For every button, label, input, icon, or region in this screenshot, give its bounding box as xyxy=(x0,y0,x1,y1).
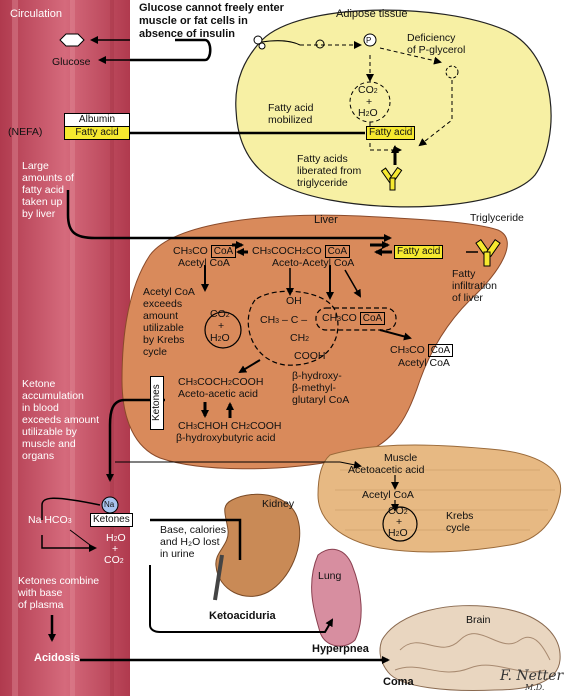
brain-organ xyxy=(379,605,561,691)
fatty-infiltration-label: Fatty infiltration of liver xyxy=(452,268,497,304)
aceto-acetyl-coa-formula: CH3COCH2CO CoA xyxy=(252,245,351,259)
lung-title: Lung xyxy=(318,570,342,582)
blood-h2o-label: H2O xyxy=(106,532,126,544)
fatty-acids-liberated-label: Fatty acids liberated from triglyceride xyxy=(297,153,362,189)
acetyl-coa-label-2: Acetyl CoA xyxy=(398,357,450,369)
hmg-carboxyl-label: COOH xyxy=(294,350,326,362)
svg-text:M.D.: M.D. xyxy=(524,683,544,692)
acetyl-coa-exceeds-note: Acetyl CoA exceeds amount utilizable by … xyxy=(143,286,195,358)
acetyl-coa-formula-3: CH3CO CoA xyxy=(390,344,454,358)
liver-uptake-note: Large amounts of fatty acid taken up by … xyxy=(22,160,74,220)
glucose-insulin-note: Glucose cannot freely enter muscle or fa… xyxy=(139,2,284,40)
hmg-coa-name: β-hydroxy- β-methyl- glutaryl CoA xyxy=(292,370,350,406)
triglyceride-label: Triglyceride xyxy=(470,212,524,224)
adipose-cell-outline xyxy=(235,9,552,208)
brain-title: Brain xyxy=(466,614,491,626)
hydroxybutyric-acid-formula: CH3CHOH CH2COOH xyxy=(178,420,282,432)
coma-label: Coma xyxy=(383,676,414,688)
acetyl-coa-formula-1: CH3CO CoA xyxy=(173,245,237,259)
blood-plus-label: + xyxy=(112,543,119,555)
acetoacetic-acid-name: Aceto-acetic acid xyxy=(178,388,258,400)
hyperpnea-label: Hyperpnea xyxy=(312,643,369,655)
liver-ketones-box: Ketones xyxy=(150,376,164,430)
triglyceride-icon-adipose xyxy=(380,166,403,191)
adipose-h2o-label: H2O xyxy=(358,107,378,119)
hmg-methylene-label: CH2 xyxy=(290,332,310,344)
nefa-fatty-acid-box: Fatty acid xyxy=(64,126,130,140)
liver-h2o-label: H2O xyxy=(210,332,230,344)
phosphate-label: P xyxy=(366,36,372,45)
blood-ketones-box: Ketones xyxy=(90,513,133,527)
krebs-cycle-label: Krebs cycle xyxy=(446,510,474,534)
liver-fatty-acid-box: Fatty acid xyxy=(394,245,444,259)
glucose-label: Glucose xyxy=(52,56,91,68)
liver-title: Liver xyxy=(314,214,338,226)
adipose-co2-label: CO2 xyxy=(358,84,378,96)
urine-loss-note: Base, calories and H₂O lost in urine xyxy=(160,524,226,560)
muscle-title: Muscle xyxy=(384,452,418,464)
liver-plus-label: + xyxy=(218,320,225,332)
acetoacetic-acid-formula: CH3COCH2COOH xyxy=(178,376,264,388)
aceto-acetyl-coa-label: Aceto-Acetyl CoA xyxy=(272,257,355,269)
muscle-co2-label: CO2 xyxy=(388,505,408,517)
sodium-bicarbonate-label: Na HCO3 xyxy=(28,514,72,526)
artist-signature: F. Netter xyxy=(499,668,565,684)
ketone-accumulation-note: Ketone accumulation in blood exceeds amo… xyxy=(22,378,100,462)
p-glycerol-deficiency-note: Deficiency of P-glycerol xyxy=(407,32,466,56)
fatty-acid-mobilized-label: Fatty acid mobilized xyxy=(268,102,314,126)
acetyl-coa-formula-2: CH3CO CoA xyxy=(322,312,386,326)
liver-co2-label: CO2 xyxy=(210,308,230,320)
circulation-title: Circulation xyxy=(10,8,62,20)
adipose-title: Adipose tissue xyxy=(336,8,408,20)
hmg-backbone-label: CH3 – C – xyxy=(260,314,308,326)
hydroxybutyric-acid-name: β-hydroxybutyric acid xyxy=(176,432,276,444)
muscle-acetoacetic-label: Acetoacetic acid xyxy=(348,464,425,476)
triglyceride-icon-liver xyxy=(475,239,501,267)
acidosis-label: Acidosis xyxy=(34,652,80,664)
nefa-label: (NEFA) xyxy=(8,126,43,138)
ketones-combine-note: Ketones combine with base of plasma xyxy=(18,575,100,611)
adipose-fatty-acid-box: Fatty acid xyxy=(366,126,416,140)
muscle-acetyl-coa-label: Acetyl CoA xyxy=(362,489,414,501)
muscle-tissue xyxy=(317,444,562,553)
kidney-title: Kidney xyxy=(262,498,295,510)
acetyl-coa-label-1: Acetyl CoA xyxy=(178,257,230,269)
sodium-label: Na xyxy=(104,500,115,509)
muscle-plus-label: + xyxy=(396,516,403,528)
liver-organ xyxy=(121,214,508,470)
ketoaciduria-label: Ketoaciduria xyxy=(209,610,276,622)
glucose-molecule-icon xyxy=(59,33,85,47)
hmg-hydroxyl-label: OH xyxy=(286,295,302,307)
blood-co2-label: CO2 xyxy=(104,554,124,566)
muscle-h2o-label: H2O xyxy=(388,527,408,539)
albumin-box: Albumin xyxy=(64,113,130,127)
adipose-plus-label: + xyxy=(366,96,373,108)
lung-organ xyxy=(311,548,362,647)
